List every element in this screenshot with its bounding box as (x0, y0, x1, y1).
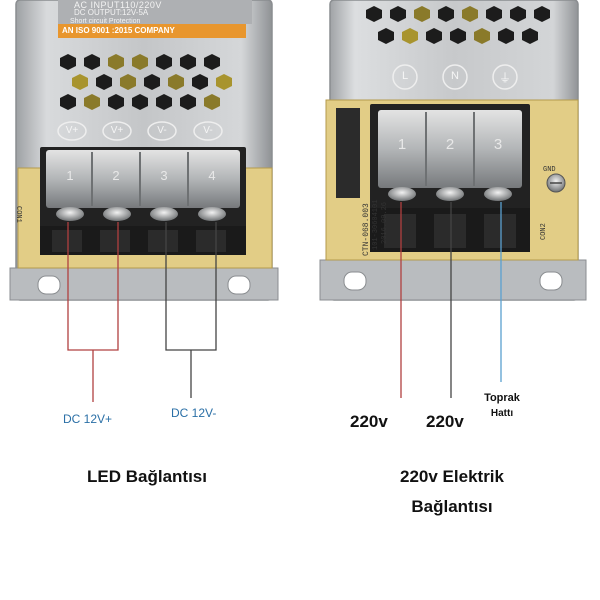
right-terminal-2-number: 2 (445, 136, 455, 153)
right-ground-label: GND (543, 166, 556, 174)
right-terminal-3-symbol: ⏚ (498, 71, 511, 85)
left-terminal-block (40, 147, 246, 255)
left-terminal-3-symbol: V- (157, 125, 167, 136)
right-pcb-text-3: 2016.09.26 (381, 201, 389, 244)
left-psu-protection-label: Short circuit Protection (70, 18, 141, 25)
left-terminal-3-number: 3 (160, 168, 168, 183)
right-terminal-1-symbol: L (401, 70, 409, 82)
left-terminal-1-number: 1 (66, 168, 74, 183)
right-pcb-text-1: CTN-068.003 (362, 203, 371, 256)
dc-positive-label: DC 12V+ (63, 412, 113, 426)
left-psu-output-label: DC OUTPUT:12V-5A (74, 8, 149, 17)
right-psu-vents (366, 6, 550, 44)
ac-line-1-label: 220v (350, 412, 388, 431)
right-terminal-1-number: 1 (397, 136, 407, 153)
ground-label-line-1: Toprak (484, 392, 520, 404)
ac-connection-caption-line-1: 220v Elektrik (400, 467, 504, 486)
left-terminal-1-symbol: V+ (65, 125, 79, 136)
left-psu-terminal-symbols (57, 121, 223, 141)
right-pcb-label: CON2 (540, 223, 548, 240)
right-terminal-3-number: 3 (493, 136, 503, 153)
ac-line-2-label: 220v (426, 412, 464, 431)
right-terminal-2-symbol: N (451, 70, 459, 82)
left-terminal-2-symbol: V+ (110, 125, 124, 136)
left-terminal-4-symbol: V- (203, 125, 213, 136)
ground-label-line-2: Hattı (490, 408, 514, 419)
left-pcb-label: CON1 (14, 206, 22, 223)
right-terminal-block (370, 104, 566, 252)
left-psu-vents (60, 54, 232, 110)
left-terminal-2-number: 2 (112, 168, 120, 183)
left-psu-label-plate (58, 0, 252, 38)
ac-connection-caption-line-2: Bağlantısı (411, 497, 493, 516)
right-pcb-text-2: 101-30604101 (372, 199, 380, 250)
left-terminal-4-number: 4 (208, 168, 216, 183)
dc-positive-wires (67, 222, 119, 402)
dc-negative-wires (165, 222, 217, 398)
ac-line-wires (400, 202, 502, 398)
led-connection-caption: LED Bağlantısı (87, 467, 207, 486)
right-psu-terminal-symbols (392, 64, 518, 90)
dc-negative-label: DC 12V- (171, 406, 217, 420)
left-psu-input-label: AC INPUT110/220V (74, 0, 162, 10)
left-psu-iso-label: AN ISO 9001 :2015 COMPANY (62, 26, 175, 35)
